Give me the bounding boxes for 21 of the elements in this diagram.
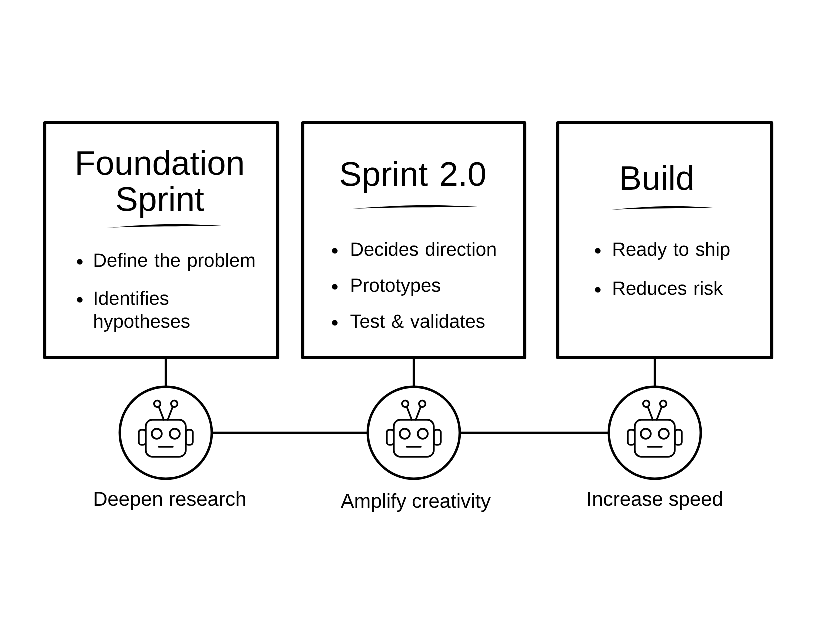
bullet-text: Decides direction	[352, 242, 496, 256]
step-box	[556, 121, 774, 360]
bullet-text: Test & validates	[350, 314, 485, 328]
bullet-text: Prototypes	[352, 278, 440, 296]
bullet-text: Identifies hypotheses	[94, 291, 190, 332]
connector-line	[460, 432, 609, 434]
step-box	[301, 121, 527, 360]
bullet-text: Reduces risk	[614, 281, 724, 296]
connector-line	[212, 432, 368, 434]
connector-line	[164, 358, 168, 387]
box-heading: Sprint 2.0	[340, 161, 486, 194]
bullet-text: Define the problem	[94, 253, 255, 271]
node-caption: Increase speed	[588, 492, 722, 510]
bullet-text: Ready to ship	[614, 242, 730, 260]
connector-line	[412, 358, 416, 387]
step-box	[43, 121, 280, 360]
node-caption: Amplify creativity	[341, 494, 491, 512]
connector-line	[654, 358, 656, 387]
box-heading: Build	[622, 165, 693, 190]
box-heading: Foundation Sprint	[78, 150, 243, 218]
node-caption: Deepen research	[94, 492, 246, 510]
